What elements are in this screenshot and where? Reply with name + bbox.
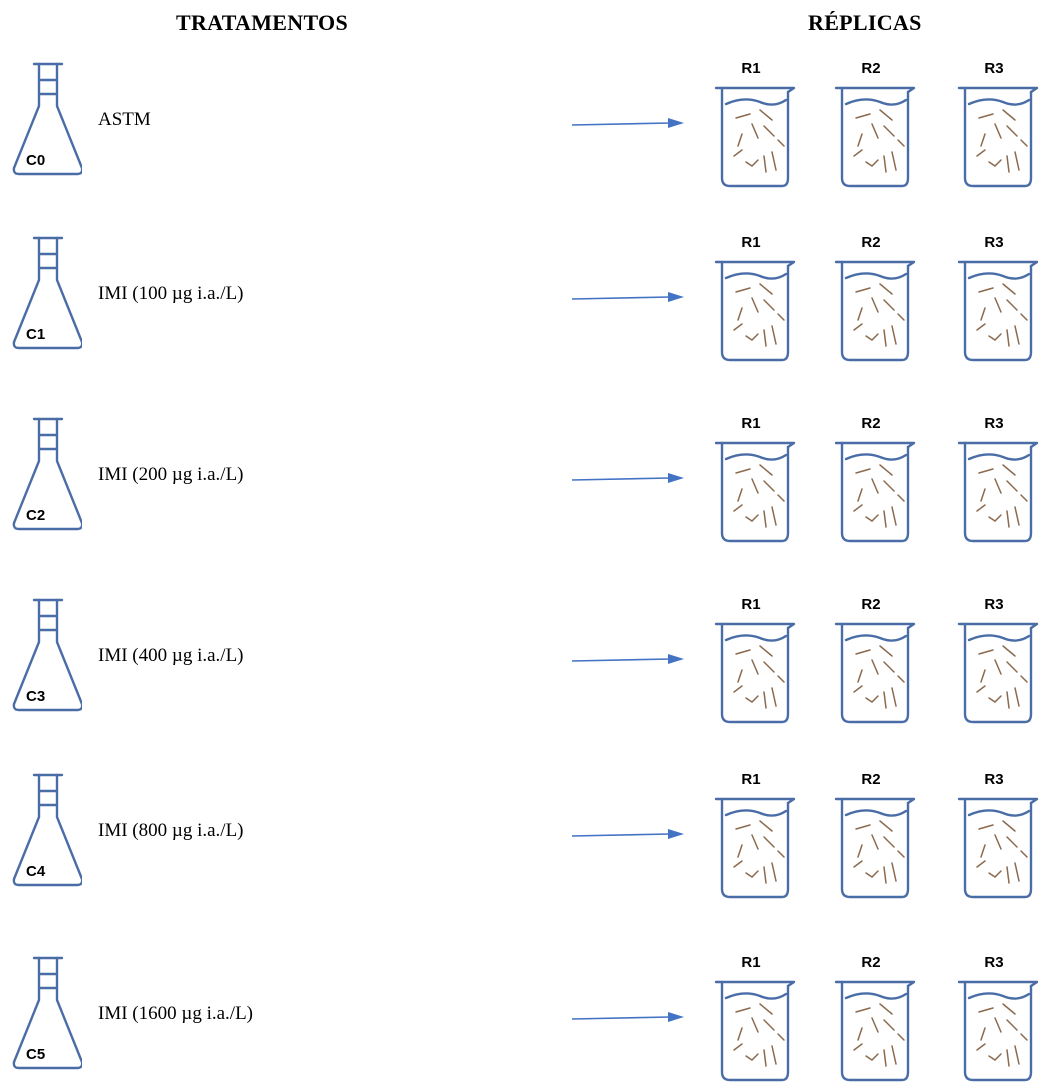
flask-label: C5 (26, 1046, 46, 1063)
beaker-icon (834, 435, 916, 545)
replicate-label: R3 (984, 954, 1004, 971)
beaker-icon (714, 616, 796, 726)
arrow-icon (570, 471, 686, 487)
beaker-icon (714, 254, 796, 364)
replicate-beaker: R2 (826, 415, 916, 545)
replicate-label: R1 (741, 415, 761, 432)
replicates-header: RÉPLICAS (808, 10, 922, 35)
replicate-beaker: R3 (949, 234, 1039, 364)
replicate-beaker: R3 (949, 596, 1039, 726)
flask-label: C0 (26, 152, 46, 169)
replicate-label: R2 (861, 954, 881, 971)
treatments-header: TRATAMENTOS (176, 10, 348, 35)
treatment-label: ASTM (98, 109, 151, 130)
treatment-row: C1 IMI (100 µg i.a./L) R1 R2 (0, 234, 1046, 364)
replicate-label: R2 (861, 60, 881, 77)
replicate-beaker: R2 (826, 954, 916, 1084)
beaker-icon (957, 254, 1039, 364)
flask-label: C1 (26, 326, 46, 343)
replicate-beaker: R1 (706, 596, 796, 726)
treatment-label: IMI (800 µg i.a./L) (98, 820, 244, 841)
arrow-icon (570, 827, 686, 843)
arrow-icon (570, 290, 686, 306)
replicate-label: R3 (984, 234, 1004, 251)
replicate-label: R1 (741, 60, 761, 77)
replicate-beaker: R1 (706, 954, 796, 1084)
replicate-label: R2 (861, 415, 881, 432)
treatment-row: C0 ASTM R1 R2 (0, 60, 1046, 190)
treatment-label: IMI (100 µg i.a./L) (98, 283, 244, 304)
beaker-icon (714, 435, 796, 545)
treatment-label: IMI (1600 µg i.a./L) (98, 1003, 253, 1024)
treatment-row: C3 IMI (400 µg i.a./L) R1 R2 (0, 596, 1046, 726)
replicate-beaker: R1 (706, 415, 796, 545)
flask-label: C3 (26, 688, 46, 705)
treatment-row: C4 IMI (800 µg i.a./L) R1 R2 (0, 771, 1046, 901)
beaker-icon (834, 791, 916, 901)
treatment-label: IMI (200 µg i.a./L) (98, 464, 244, 485)
flask-label: C4 (26, 863, 46, 880)
beaker-icon (957, 974, 1039, 1084)
replicate-label: R1 (741, 234, 761, 251)
replicate-label: R2 (861, 771, 881, 788)
replicate-beaker: R3 (949, 415, 1039, 545)
beaker-icon (957, 616, 1039, 726)
replicate-label: R3 (984, 596, 1004, 613)
replicate-label: R1 (741, 596, 761, 613)
replicate-beaker: R3 (949, 60, 1039, 190)
beaker-icon (714, 974, 796, 1084)
treatment-label: IMI (400 µg i.a./L) (98, 645, 244, 666)
beaker-icon (714, 80, 796, 190)
replicate-beaker: R2 (826, 771, 916, 901)
beaker-icon (957, 791, 1039, 901)
replicate-label: R3 (984, 771, 1004, 788)
replicate-label: R2 (861, 596, 881, 613)
replicate-beaker: R1 (706, 771, 796, 901)
replicate-label: R1 (741, 771, 761, 788)
replicate-label: R1 (741, 954, 761, 971)
treatment-row: C5 IMI (1600 µg i.a./L) R1 R2 (0, 954, 1046, 1084)
flask-label: C2 (26, 507, 46, 524)
flask-icon (10, 234, 84, 354)
replicate-beaker: R1 (706, 234, 796, 364)
beaker-icon (834, 616, 916, 726)
arrow-icon (570, 116, 686, 132)
beaker-icon (834, 254, 916, 364)
arrow-icon (570, 1010, 686, 1026)
treatment-row: C2 IMI (200 µg i.a./L) R1 R2 (0, 415, 1046, 545)
replicate-label: R3 (984, 415, 1004, 432)
replicate-beaker: R2 (826, 596, 916, 726)
replicate-label: R2 (861, 234, 881, 251)
beaker-icon (957, 80, 1039, 190)
beaker-icon (957, 435, 1039, 545)
replicate-beaker: R2 (826, 60, 916, 190)
beaker-icon (834, 974, 916, 1084)
replicate-beaker: R1 (706, 60, 796, 190)
arrow-icon (570, 652, 686, 668)
beaker-icon (834, 80, 916, 190)
replicate-beaker: R3 (949, 954, 1039, 1084)
beaker-icon (714, 791, 796, 901)
replicate-beaker: R2 (826, 234, 916, 364)
replicate-label: R3 (984, 60, 1004, 77)
replicate-beaker: R3 (949, 771, 1039, 901)
